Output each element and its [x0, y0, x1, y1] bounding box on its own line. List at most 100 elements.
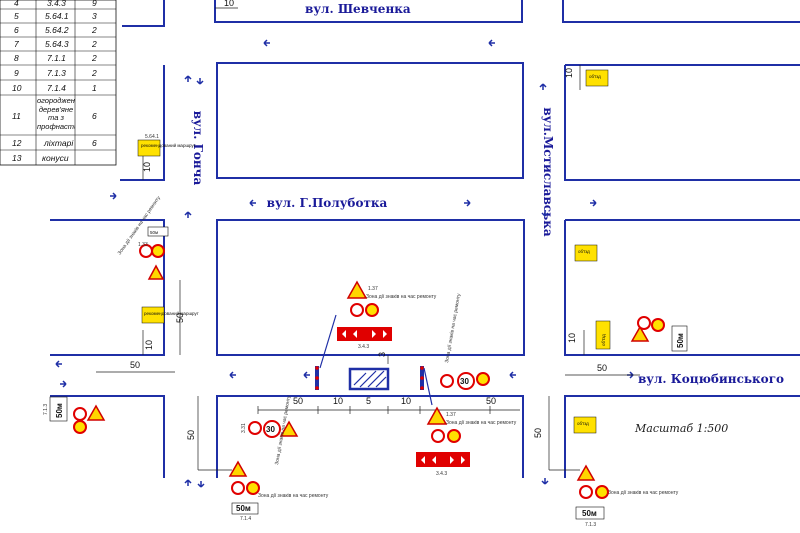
dimension-label: 50	[293, 396, 303, 406]
table-row-n: 13	[12, 153, 22, 163]
distance-sign-text: 50м	[150, 230, 158, 235]
arrow-right-icon	[590, 199, 597, 207]
traffic-arrows	[55, 39, 634, 488]
sign-code: 1.37	[446, 412, 456, 418]
detour-sign-text: об'їзд	[589, 74, 601, 79]
detour-sign-left: рекомендований маршрут	[141, 306, 199, 324]
sign-cluster-bottom-left: 50м 7.1.3	[43, 396, 106, 434]
sign-code: 7.1.3	[43, 404, 49, 415]
dimension-label: 10	[333, 396, 343, 406]
speed-limit-value: 30	[266, 425, 275, 434]
arrow-up-icon	[539, 83, 547, 90]
zone-note: Зона дії знаків на час ремонту	[444, 293, 462, 364]
arrow-right-icon	[60, 380, 67, 388]
arrow-down-icon	[196, 78, 204, 85]
dimension-label: 50	[130, 360, 140, 370]
sign-code: 3.31	[241, 423, 247, 433]
speed-limit-value: 30	[460, 377, 469, 386]
table-row-sign: конуси	[42, 153, 69, 163]
sign-code: 3.4.3	[358, 344, 369, 350]
table-row-sign: 7.1.4	[47, 83, 66, 93]
distance-sign-text: 50м	[55, 403, 64, 418]
distance-sign-text: 50м	[582, 509, 597, 518]
detour-sign-honcha: рекомендований маршрут 5.64.1	[137, 134, 196, 157]
sign-cluster-bottom-center: 1.37 Зона дії знаків на час ремонту 3.4.…	[416, 406, 517, 477]
distance-sign-text: 50м	[676, 333, 685, 348]
sign-cluster-right-bottom: Зона дії знаків на час ремонту 50м 7.1.3	[575, 464, 679, 528]
dimension-label: 10	[567, 333, 577, 343]
detour-sign-text: об'їзд	[578, 249, 590, 254]
table-row-qty: 3	[92, 11, 97, 21]
dimension-label: 50	[175, 313, 185, 323]
table-row-n: 6	[14, 25, 19, 35]
detour-sign-text: об'їзд	[601, 334, 606, 346]
table-row-sign: 5.64.3	[45, 39, 69, 49]
work-zone	[315, 314, 433, 406]
arrow-up-icon	[184, 75, 192, 82]
sign-code: 7.1.4	[240, 516, 251, 522]
arrow-up-icon	[184, 479, 192, 486]
scale-label: Масштаб 1:500	[634, 422, 728, 435]
table-row-qty: 2	[91, 53, 97, 63]
table-row-n: 12	[12, 138, 22, 148]
detour-sign-text: об'їзд	[577, 421, 589, 426]
detour-sign-right-mid: об'їзд	[574, 244, 598, 262]
dimension-label: 5	[366, 396, 371, 406]
table-row-n: 10	[12, 83, 22, 93]
dimension-label: 50	[186, 430, 196, 440]
detour-sign-right-bottom: об'їзд	[573, 416, 597, 434]
dimension-label: 10	[401, 396, 411, 406]
sign-code: 3.4.3	[436, 471, 447, 477]
sign-cluster-top-center: 1.37 Зона дії знаків на час ремонту 3.4.…	[337, 280, 437, 350]
street-polubotka: вул. Г.Полуботка	[267, 196, 388, 210]
detour-sign-text: рекомендований маршрут	[144, 310, 199, 316]
table-row-sign: 5.64.1	[45, 11, 69, 21]
table-row-qty: 2	[91, 25, 97, 35]
table-row-qty: 2	[91, 39, 97, 49]
table-row-n: 7	[14, 39, 19, 49]
legend-table: 4 3.4.3 9 5 5.64.1 3 6 5.64.2 2 7 5.64.3…	[0, 0, 117, 166]
table-row-n: 8	[14, 53, 19, 63]
city-blocks	[50, 0, 800, 478]
sign-code: 1.37	[368, 286, 378, 292]
table-row-sign-wrap: огородження дерев'яне та з профнастилу	[37, 97, 75, 130]
arrow-left-icon	[249, 199, 256, 207]
arrow-left-icon	[509, 371, 516, 379]
table-row-qty: 2	[91, 68, 97, 78]
table-row-qty: 9	[92, 0, 97, 8]
arrow-right-icon	[110, 192, 117, 200]
street-shevchenka: вул. Шевченка	[305, 2, 411, 16]
sign-code: 7.1.3	[585, 522, 596, 528]
sign-cluster-right-workzone: Зона дії знаків на час ремонту 30	[440, 293, 490, 390]
arrow-left-icon	[263, 39, 270, 47]
dimension-label: 50	[486, 396, 496, 406]
sign-code: 1.33	[138, 242, 148, 248]
table-row-qty: 6	[92, 111, 97, 121]
arrow-up-icon	[184, 211, 192, 218]
zone-note: Зона дії знаків на час ремонту	[608, 490, 679, 496]
sign-cluster-bottom-left-2: 3.31 30 Зона дії знаків на час ремонту	[241, 395, 299, 465]
table-row-n: 5	[14, 11, 19, 21]
arrow-left-icon	[488, 39, 495, 47]
sign-cluster-bottom-left-3: Зона дії знаків на час ремонту 50м 7.1.4	[228, 460, 329, 522]
arrow-down-icon	[197, 481, 205, 488]
dimension-label: 50	[533, 428, 543, 438]
arrow-down-icon	[541, 478, 549, 485]
arrow-left-icon	[229, 371, 236, 379]
table-row-qty: 6	[92, 138, 97, 148]
table-row-sign: 7.1.3	[47, 68, 66, 78]
dimension-label: 50	[597, 363, 607, 373]
street-mstyslavska: вул.Мстиславська	[541, 107, 555, 237]
detour-sign-right-top: об'їзд	[585, 69, 609, 87]
street-kotsiubynskoho: вул. Коцюбинського	[638, 372, 784, 386]
distance-sign-text: 50м	[236, 504, 251, 513]
street-honcha: вул. Гонча	[191, 111, 205, 186]
detour-sign-text: рекомендований маршрут	[141, 142, 196, 148]
sign-cluster-left-upper: 50м Зона дії знаків на час ремонту 1.33	[117, 195, 169, 280]
table-row-qty: 1	[92, 83, 97, 93]
dimension-label: 10	[144, 340, 154, 350]
sign-code: 5.64.1	[145, 134, 159, 140]
dimension-label: 10	[224, 0, 234, 8]
dimension-label: 10	[564, 68, 574, 78]
